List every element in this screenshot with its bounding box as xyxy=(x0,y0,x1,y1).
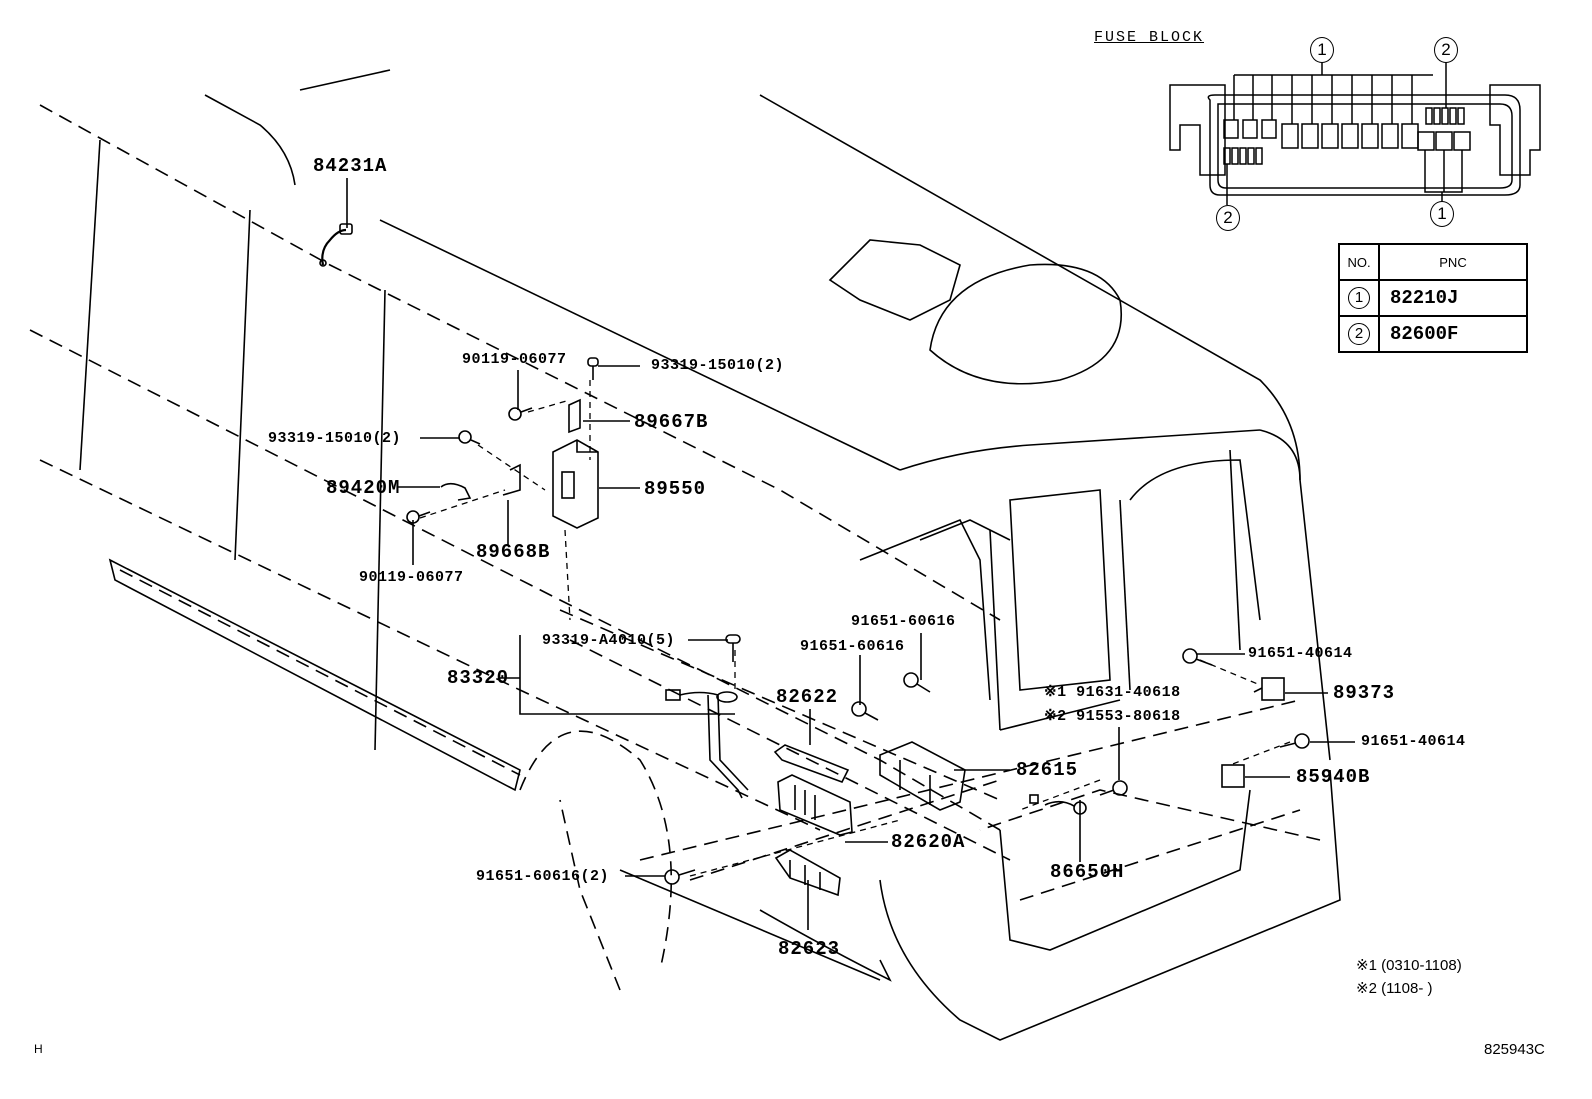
part-label-89668B[interactable]: 89668B xyxy=(476,541,551,563)
fuse-callout-2-bottom: 2 xyxy=(1216,205,1240,231)
part-label-91651-60616-2[interactable]: 91651-60616(2) xyxy=(476,868,610,885)
part-label-91553-80618[interactable]: ※2 91553-80618 xyxy=(1044,708,1181,725)
part-label-89667B[interactable]: 89667B xyxy=(634,411,709,433)
part-bolts xyxy=(406,357,1310,885)
part-label-82622[interactable]: 82622 xyxy=(776,686,839,708)
van-body-solid xyxy=(79,69,1341,1041)
fuse-block-drawing xyxy=(1169,60,1541,205)
part-fuse-box xyxy=(773,741,966,897)
part-label-93319-15010-top[interactable]: 93319-15010(2) xyxy=(651,357,785,374)
part-label-85940B[interactable]: 85940B xyxy=(1296,766,1371,788)
fuse-block-title: FUSE BLOCK xyxy=(1094,29,1205,46)
part-label-84231A[interactable]: 84231A xyxy=(313,155,388,177)
table-row: 1 82210J xyxy=(1338,279,1528,317)
fuse-callout-1-top: 1 xyxy=(1310,37,1334,63)
pnc-table-header: NO. PNC xyxy=(1338,243,1528,281)
van-body-outline xyxy=(29,104,1321,991)
footnote-1: ※1 (0310-1108) xyxy=(1356,957,1462,974)
pnc-table: NO. PNC 1 82210J 2 82600F xyxy=(1338,243,1528,353)
part-label-82623[interactable]: 82623 xyxy=(778,938,841,960)
part-label-89373[interactable]: 89373 xyxy=(1333,682,1396,704)
part-84231A-cable xyxy=(319,223,353,267)
part-number-link[interactable]: 82210J xyxy=(1378,279,1528,317)
fuse-callout-2-top: 2 xyxy=(1434,37,1458,63)
part-label-93319-A4010[interactable]: 93319-A4010(5) xyxy=(542,632,676,649)
part-83320-sensor xyxy=(665,689,749,799)
part-label-91651-60616-lower[interactable]: 91651-60616 xyxy=(800,638,905,655)
part-89550-ecu xyxy=(552,439,599,529)
header-no: NO. xyxy=(1338,243,1380,281)
row-number: 1 xyxy=(1348,287,1370,309)
corner-mark: H xyxy=(34,1042,43,1056)
part-label-91631-40618[interactable]: ※1 91631-40618 xyxy=(1044,684,1181,701)
fuse-callout-1-bottom: 1 xyxy=(1430,201,1454,227)
part-number-link[interactable]: 82600F xyxy=(1378,315,1528,353)
part-label-82615[interactable]: 82615 xyxy=(1016,759,1079,781)
part-label-93319-15010-left[interactable]: 93319-15010(2) xyxy=(268,430,402,447)
table-row: 2 82600F xyxy=(1338,315,1528,353)
part-label-91651-40614-upper[interactable]: 91651-40614 xyxy=(1248,645,1353,662)
part-label-91651-60616-upper[interactable]: 91651-60616 xyxy=(851,613,956,630)
header-pnc: PNC xyxy=(1378,243,1528,281)
part-label-89550[interactable]: 89550 xyxy=(644,478,707,500)
row-number: 2 xyxy=(1348,323,1370,345)
part-label-91651-40614-lower[interactable]: 91651-40614 xyxy=(1361,733,1466,750)
part-label-90119-06077-bottom[interactable]: 90119-06077 xyxy=(359,569,464,586)
diagram-reference-code: 825943C xyxy=(1484,1041,1545,1058)
mini-fuses xyxy=(1223,62,1471,205)
part-label-83320[interactable]: 83320 xyxy=(447,667,510,689)
leader-lines xyxy=(346,178,1355,930)
part-brackets xyxy=(440,398,581,501)
part-rear-relays xyxy=(1029,677,1285,815)
part-label-82620A[interactable]: 82620A xyxy=(891,831,966,853)
part-label-90119-06077-top[interactable]: 90119-06077 xyxy=(462,351,567,368)
part-label-89420M[interactable]: 89420M xyxy=(326,477,401,499)
footnote-2: ※2 (1108- ) xyxy=(1356,980,1433,997)
part-label-86650H[interactable]: 86650H xyxy=(1050,861,1125,883)
